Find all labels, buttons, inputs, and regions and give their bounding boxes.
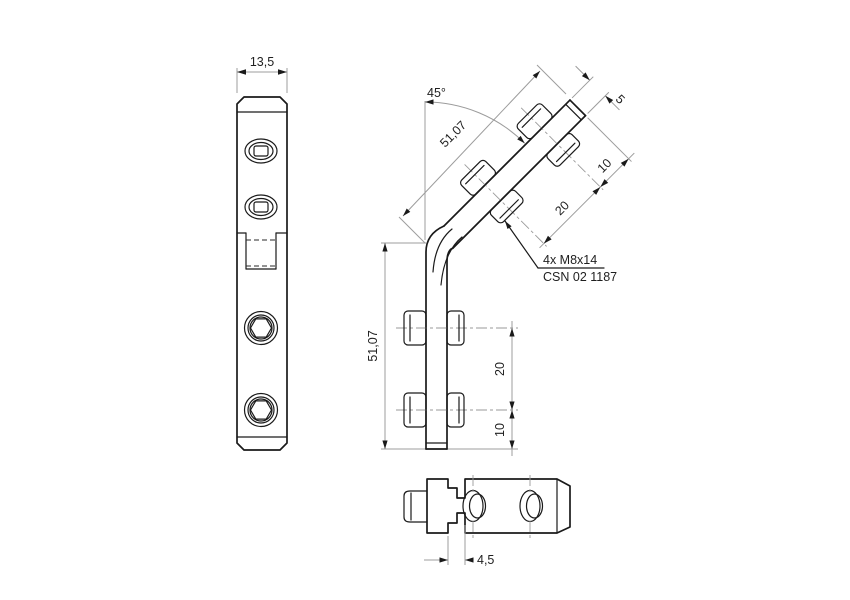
dim-arrow	[581, 72, 590, 81]
bottom-body-outline	[426, 478, 571, 534]
height-dimension: 51,07	[366, 242, 427, 450]
height-label: 51,07	[366, 330, 380, 361]
dim-arrow	[509, 410, 515, 419]
screw-leader-note: 4x M8x14 CSN 02 1187	[504, 220, 617, 284]
spacing-label: 20	[493, 362, 507, 376]
angled-arm: 5 10 20	[443, 65, 635, 250]
dim-arrow	[620, 158, 629, 167]
dim-arrow	[509, 328, 515, 337]
vertical-chain-dimension: 20 10	[448, 321, 518, 456]
dim-arrow	[382, 440, 388, 449]
arm-length-dimension: 51,07	[398, 64, 567, 244]
dim-arrow	[509, 440, 515, 449]
leader-line2: CSN 02 1187	[543, 270, 617, 284]
front-slot	[236, 232, 288, 270]
dim-arrow	[517, 135, 525, 144]
bend-edge-line	[432, 228, 453, 273]
leader-arrow	[505, 221, 512, 229]
front-hex-screw-2	[243, 392, 279, 428]
angle-label: 45°	[427, 86, 446, 100]
dim-arrow	[465, 557, 474, 563]
dim-arrow	[605, 95, 614, 104]
tongue-width-label: 4,5	[477, 553, 494, 567]
front-screw-tilted-2	[244, 194, 278, 220]
dim-arrow	[403, 208, 411, 216]
tip-hole-label: 10	[595, 156, 615, 176]
arm-length-label: 51,07	[437, 118, 469, 150]
leader-line1: 4x M8x14	[543, 253, 597, 267]
hole-spacing-label: 20	[552, 198, 572, 218]
dim-arrow	[600, 179, 609, 188]
front-view: 13,5	[236, 55, 288, 451]
dim-arrow	[592, 187, 601, 195]
dim-arrow	[509, 401, 515, 410]
tongue-width-dimension: 4,5	[424, 525, 494, 567]
dim-arrow	[425, 99, 434, 105]
screw-assembly-upper-2	[459, 159, 547, 247]
dim-arrow	[532, 71, 540, 79]
bottom-hole-1	[462, 475, 487, 538]
dim-arrow	[278, 69, 287, 75]
front-width-label: 13,5	[250, 55, 274, 69]
thickness-label: 5	[613, 92, 628, 107]
end-offset-label: 10	[493, 423, 507, 437]
vertical-arm	[425, 225, 463, 450]
bottom-view: 4,5	[403, 475, 571, 567]
thickness-dimension: 5	[571, 65, 628, 114]
side-view: 45° 51,07 51,07	[366, 64, 635, 456]
dim-arrow	[543, 235, 552, 244]
bottom-screw-head	[403, 490, 428, 523]
front-width-dimension: 13,5	[236, 55, 288, 93]
bottom-hole-2	[519, 475, 544, 538]
screw-assembly-lower-2	[396, 392, 518, 428]
dim-arrow	[237, 69, 246, 75]
front-hex-screw-1	[243, 310, 279, 346]
front-body-outline	[236, 96, 288, 451]
dim-arrow	[439, 557, 448, 563]
screw-assembly-upper-1	[516, 103, 604, 191]
angle-dimension: 45°	[424, 86, 526, 240]
screw-assembly-lower-1	[396, 310, 518, 346]
front-screw-tilted-1	[244, 138, 278, 164]
dim-arrow	[382, 243, 388, 252]
bend-edge-line	[440, 236, 463, 286]
